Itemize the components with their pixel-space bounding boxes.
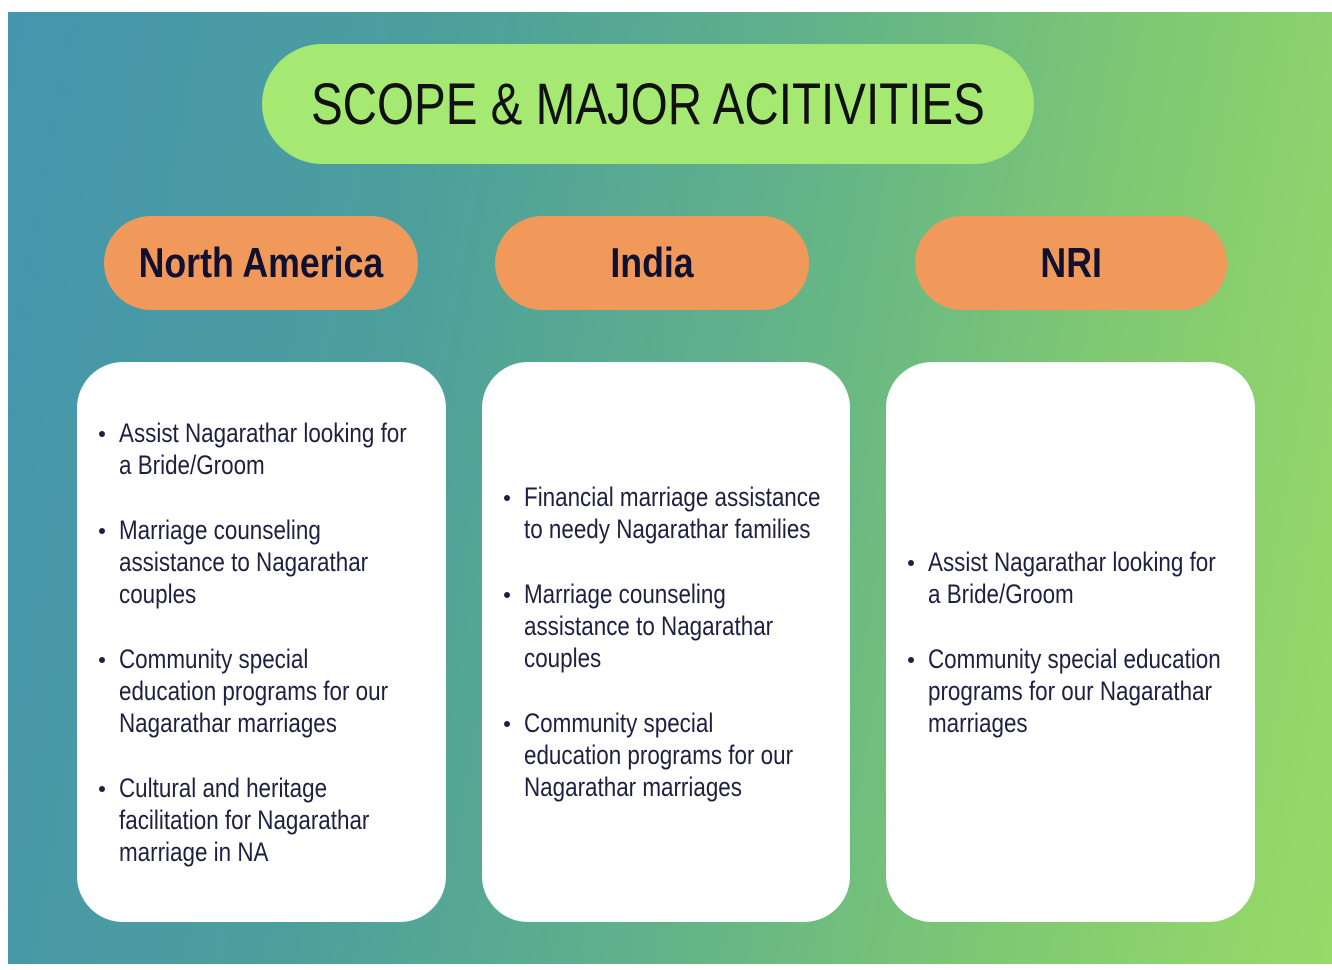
- activities-list: Financial marriage assistance to needy N…: [502, 481, 842, 803]
- title-banner: SCOPE & MAJOR ACITIVITIES: [262, 44, 1034, 164]
- activities-card-north-america: Assist Nagarathar looking for a Bride/Gr…: [77, 362, 446, 922]
- activities-card-india: Financial marriage assistance to needy N…: [482, 362, 850, 922]
- activities-card-nri: Assist Nagarathar looking for a Bride/Gr…: [886, 362, 1255, 922]
- activities-list: Assist Nagarathar looking for a Bride/Gr…: [97, 417, 438, 868]
- heading-label: NRI: [1040, 239, 1102, 286]
- page-title: SCOPE & MAJOR ACITIVITIES: [311, 71, 985, 137]
- list-item: Cultural and heritage facilitation for N…: [97, 772, 419, 868]
- region-heading-north-america: North America: [104, 216, 418, 310]
- list-item: Marriage counseling assistance to Nagara…: [502, 578, 829, 674]
- list-item: Community special education programs for…: [502, 707, 814, 803]
- list-item: Financial marriage assistance to needy N…: [502, 481, 829, 545]
- list-item: Community special education programs for…: [97, 643, 409, 739]
- heading-label: North America: [138, 239, 384, 286]
- list-item: Assist Nagarathar looking for a Bride/Gr…: [97, 417, 409, 481]
- heading-label: India: [610, 239, 694, 286]
- list-item: Assist Nagarathar looking for a Bride/Gr…: [906, 546, 1218, 610]
- region-heading-nri: NRI: [915, 216, 1227, 310]
- activities-list: Assist Nagarathar looking for a Bride/Gr…: [906, 546, 1247, 739]
- region-heading-india: India: [495, 216, 809, 310]
- list-item: Marriage counseling assistance to Nagara…: [97, 514, 419, 610]
- list-item: Community special education programs for…: [906, 643, 1228, 739]
